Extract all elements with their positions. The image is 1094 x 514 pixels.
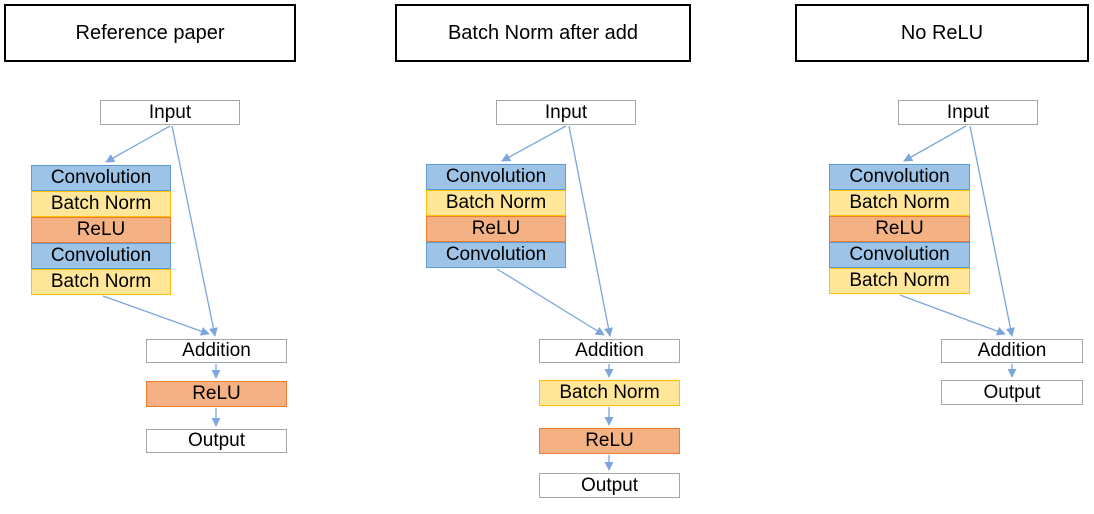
- arrow-input-to-stack: [501, 125, 567, 162]
- diagram-title-no-relu: No ReLU: [795, 4, 1089, 62]
- arrow-input-to-stack: [903, 125, 967, 162]
- node-output: Output: [146, 429, 287, 453]
- node-input: Input: [496, 100, 636, 125]
- node-convolution: Convolution: [31, 243, 171, 269]
- node-convolution: Convolution: [829, 164, 970, 190]
- residual-branch-stack: Convolution Batch Norm ReLU Convolution …: [31, 165, 171, 295]
- arrow-input-to-addition-skip: [171, 125, 218, 337]
- node-convolution: Convolution: [426, 242, 566, 268]
- node-relu: ReLU: [829, 216, 970, 242]
- node-relu: ReLU: [426, 216, 566, 242]
- node-addition: Addition: [539, 339, 680, 363]
- node-batch-norm: Batch Norm: [539, 380, 680, 406]
- arrow-stack-to-addition: [899, 294, 1006, 336]
- node-relu: ReLU: [31, 217, 171, 243]
- node-output: Output: [539, 473, 680, 498]
- node-convolution: Convolution: [31, 165, 171, 191]
- residual-branch-stack: Convolution Batch Norm ReLU Convolution …: [829, 164, 970, 294]
- diagram-title-batch-norm-after-add: Batch Norm after add: [395, 4, 691, 62]
- node-input: Input: [898, 100, 1038, 125]
- node-relu: ReLU: [539, 428, 680, 454]
- node-addition: Addition: [146, 339, 287, 363]
- node-addition: Addition: [941, 339, 1083, 363]
- node-relu: ReLU: [146, 381, 287, 407]
- node-output: Output: [941, 380, 1083, 405]
- node-batch-norm: Batch Norm: [31, 191, 171, 217]
- node-convolution: Convolution: [829, 242, 970, 268]
- arrow-input-to-stack: [105, 125, 171, 163]
- node-input: Input: [100, 100, 240, 125]
- node-batch-norm: Batch Norm: [31, 269, 171, 295]
- node-batch-norm: Batch Norm: [829, 268, 970, 294]
- arrow-input-to-addition-skip: [568, 125, 613, 337]
- residual-branch-stack: Convolution Batch Norm ReLU Convolution: [426, 164, 566, 268]
- diagram-title-reference-paper: Reference paper: [4, 4, 296, 62]
- node-batch-norm: Batch Norm: [829, 190, 970, 216]
- arrow-stack-to-addition: [496, 268, 605, 336]
- arrow-input-to-addition-skip: [969, 125, 1015, 337]
- node-convolution: Convolution: [426, 164, 566, 190]
- node-batch-norm: Batch Norm: [426, 190, 566, 216]
- arrow-stack-to-addition: [102, 295, 210, 336]
